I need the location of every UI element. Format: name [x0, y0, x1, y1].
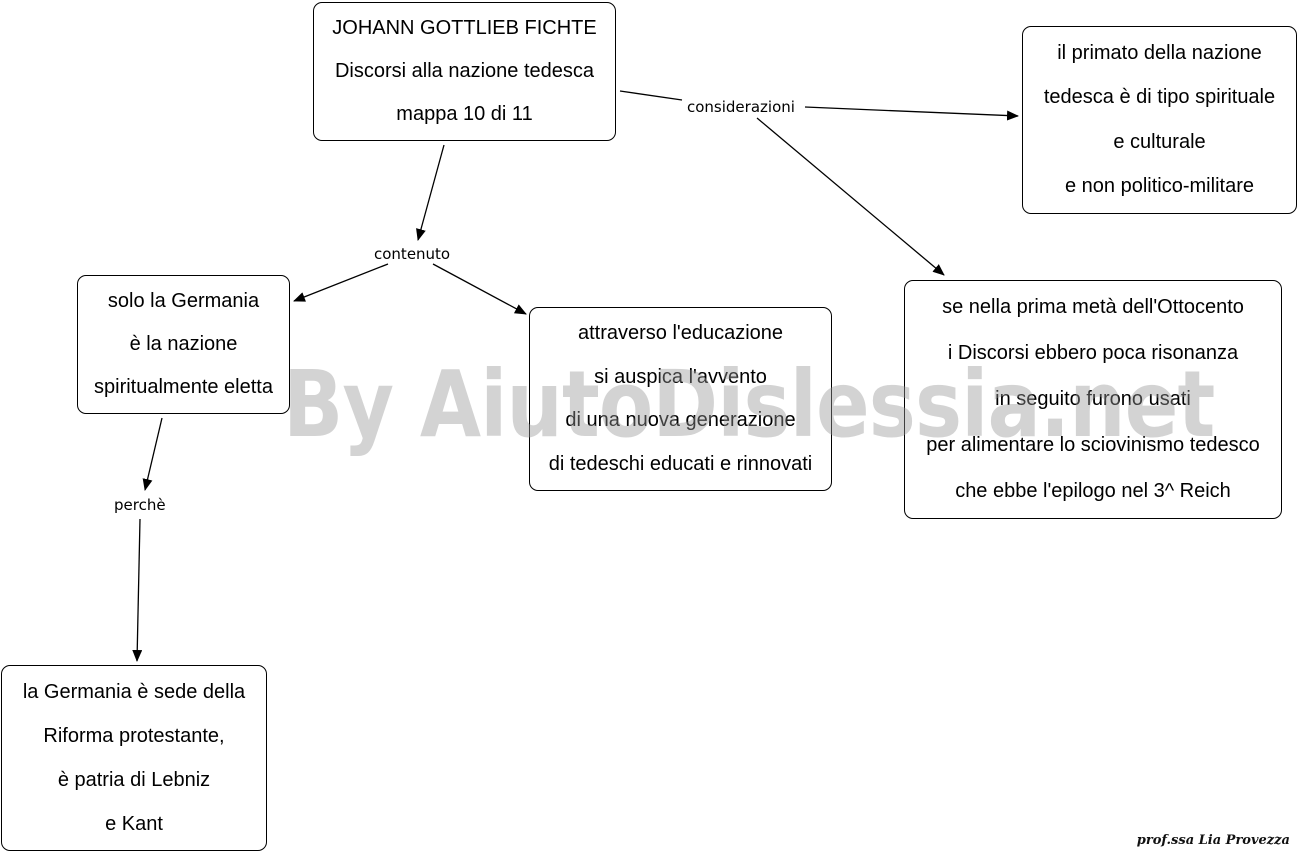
connector-considerazioni-to-ottocento [756, 117, 945, 276]
node-text-line: per alimentare lo sciovinismo tedesco [926, 433, 1260, 456]
node-text-line: in seguito furono usati [995, 387, 1191, 410]
node-text-line: Discorsi alla nazione tedesca [334, 60, 595, 82]
connector-germania-to-perche [142, 417, 163, 491]
node-text-line: che ebbe l'epilogo nel 3^ Reich [955, 479, 1231, 502]
node-text-line: Riforma protestante, [43, 724, 225, 747]
connector-fichte-to-considerazioni [619, 90, 683, 101]
node-text-line: spiritualmente eletta [94, 376, 273, 398]
node-text-line: tedesca è di tipo spirituale [1043, 86, 1276, 109]
link-label-perche: perchè [111, 496, 169, 514]
node-text-line: la Germania è sede della [22, 680, 246, 703]
node-text-line: è patria di Lebniz [57, 768, 211, 791]
node-text-line: e non politico-militare [1065, 175, 1254, 198]
node-text-line: solo la Germania [107, 290, 260, 312]
node-text-line: attraverso l'educazione [577, 322, 784, 345]
node-text-line: i Discorsi ebbero poca risonanza [947, 342, 1239, 365]
node-text-line: mappa 10 di 11 [396, 103, 533, 125]
node-germania-eletta: solo la Germania è la nazione spiritualm… [77, 275, 290, 414]
node-text-line: si auspica l'avvento [594, 365, 767, 388]
connector-considerazioni-to-primato [804, 106, 1019, 121]
node-ottocento: se nella prima metà dell'Ottocento i Dis… [904, 280, 1282, 519]
node-text-line: di una nuova generazione [565, 409, 796, 432]
author-signature: prof.ssa Lia Provezza [1136, 833, 1290, 848]
node-text-line: se nella prima metà dell'Ottocento [942, 296, 1244, 319]
node-fichte-title: JOHANN GOTTLIEB FICHTE Discorsi alla naz… [313, 2, 616, 141]
node-text-line: e Kant [105, 812, 163, 835]
node-text-line: JOHANN GOTTLIEB FICHTE [332, 17, 597, 39]
node-text-line: il primato della nazione [1057, 41, 1262, 64]
connector-perche-to-riforma [132, 518, 143, 662]
node-educazione: attraverso l'educazione si auspica l'avv… [529, 307, 832, 491]
node-riforma: la Germania è sede della Riforma protest… [1, 665, 267, 851]
node-text-line: di tedeschi educati e rinnovati [548, 452, 813, 475]
node-primato: il primato della nazione tedesca è di ti… [1022, 26, 1297, 214]
node-text-line: è la nazione [129, 333, 238, 355]
connector-fichte-to-contenuto [416, 144, 445, 241]
node-text-line: e culturale [1113, 130, 1206, 153]
connector-contenuto-to-educazione [432, 263, 527, 315]
link-label-contenuto: contenuto [371, 245, 454, 263]
link-label-considerazioni: considerazioni [684, 98, 798, 116]
connector-contenuto-to-germania [293, 263, 389, 302]
